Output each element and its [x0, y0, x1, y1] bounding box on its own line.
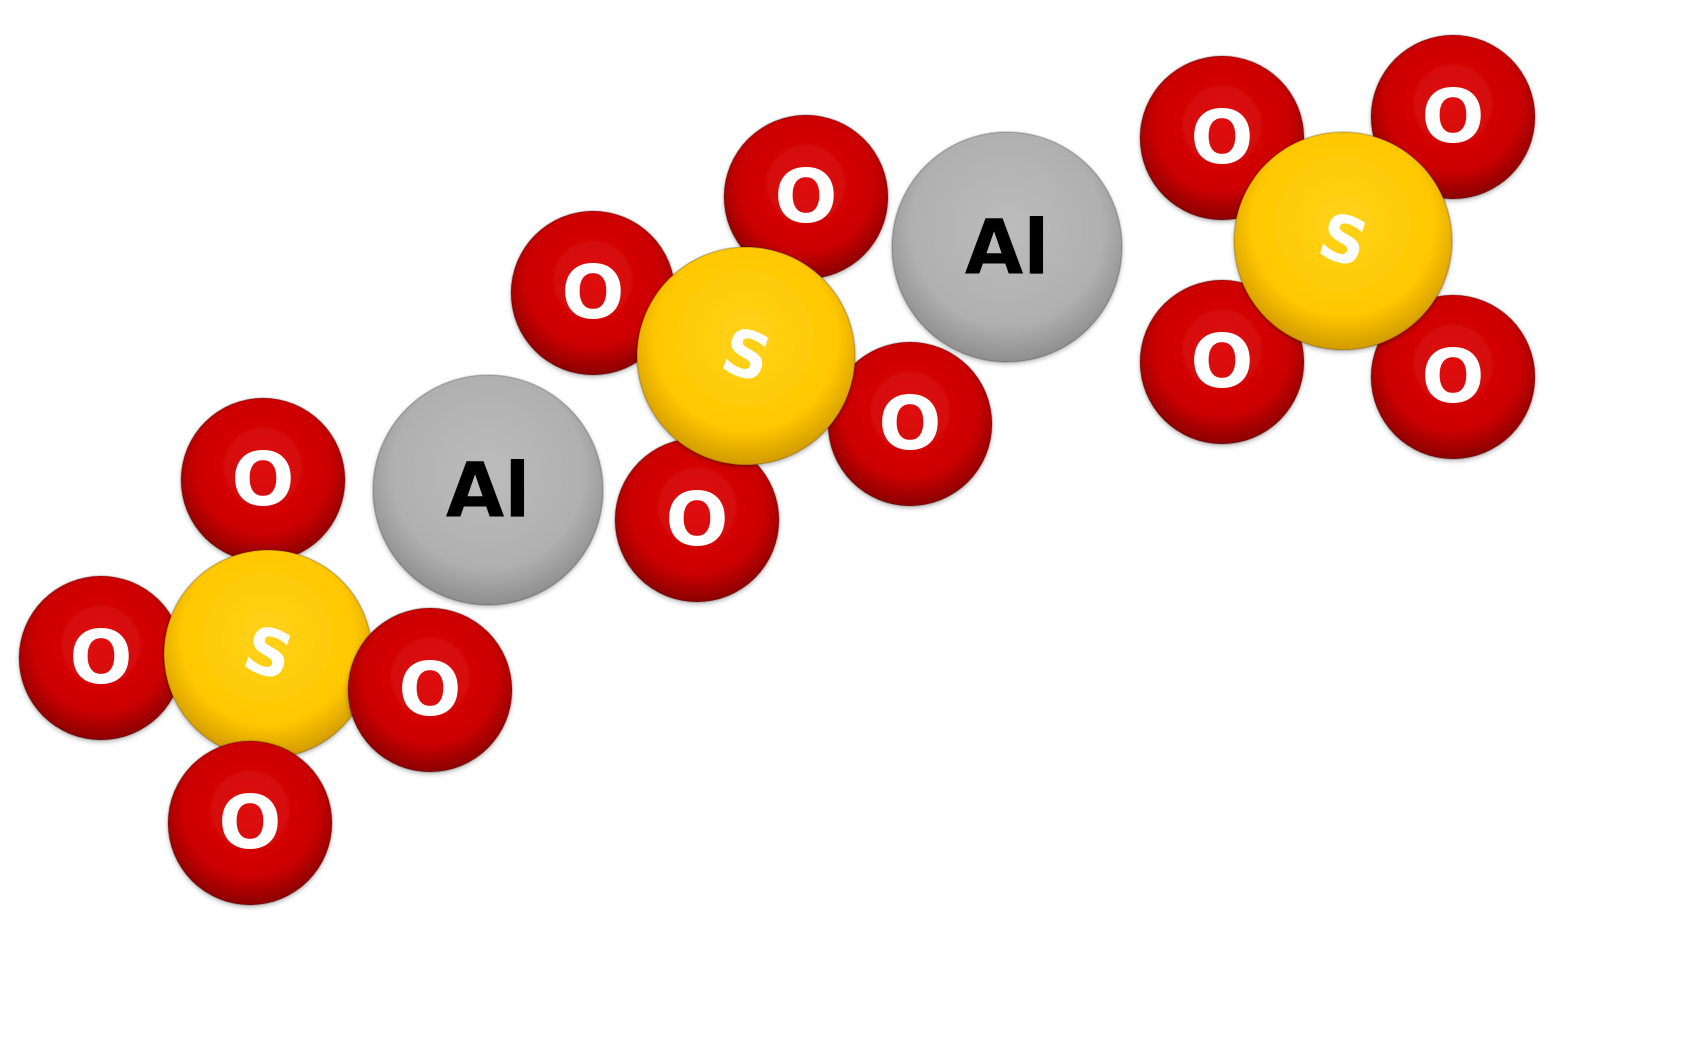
sulfur-atom: S — [1233, 131, 1453, 351]
oxygen-label: O — [1191, 319, 1254, 405]
oxygen-sphere — [1370, 294, 1536, 460]
oxygen-atom: O — [167, 740, 333, 906]
aluminum-left: Al — [372, 374, 604, 606]
oxygen-label: O — [1422, 74, 1485, 160]
oxygen-atom: O — [1139, 55, 1305, 221]
sulfate-group-right: O O O OS — [1139, 34, 1536, 460]
oxygen-atom: O — [1370, 294, 1536, 460]
aluminum-atom: Al — [891, 131, 1123, 363]
oxygen-atom: O — [723, 114, 889, 280]
oxygen-atom: O — [510, 210, 676, 376]
aluminum-sphere — [372, 374, 604, 606]
sulfate-group-middle: O O O OS — [510, 114, 993, 603]
oxygen-atom: O — [827, 341, 993, 507]
oxygen-label: O — [879, 381, 942, 467]
oxygen-label: O — [1191, 95, 1254, 181]
aluminum-label: Al — [446, 446, 531, 535]
oxygen-label: O — [775, 154, 838, 240]
oxygen-label: O — [1422, 334, 1485, 420]
oxygen-atom: O — [614, 437, 780, 603]
aluminum-label: Al — [965, 203, 1050, 292]
oxygen-label: O — [562, 250, 625, 336]
oxygen-label: O — [232, 437, 295, 523]
sulfur-sphere — [1233, 131, 1453, 351]
aluminum-sphere — [891, 131, 1123, 363]
sulfur-atom: S — [636, 246, 856, 466]
aluminum-right: Al — [891, 131, 1123, 363]
oxygen-sphere — [1139, 279, 1305, 445]
oxygen-label: O — [70, 615, 133, 701]
oxygen-atom: O — [347, 607, 513, 773]
oxygen-atom: O — [180, 397, 346, 563]
aluminum-atom: Al — [372, 374, 604, 606]
oxygen-label: O — [666, 477, 729, 563]
oxygen-atom: O — [18, 575, 184, 741]
sulfur-sphere — [636, 246, 856, 466]
oxygen-atom: O — [1139, 279, 1305, 445]
oxygen-label: O — [399, 647, 462, 733]
oxygen-sphere — [167, 740, 333, 906]
sulfur-atom: S — [163, 549, 373, 759]
oxygen-label: O — [219, 780, 282, 866]
oxygen-sphere — [347, 607, 513, 773]
